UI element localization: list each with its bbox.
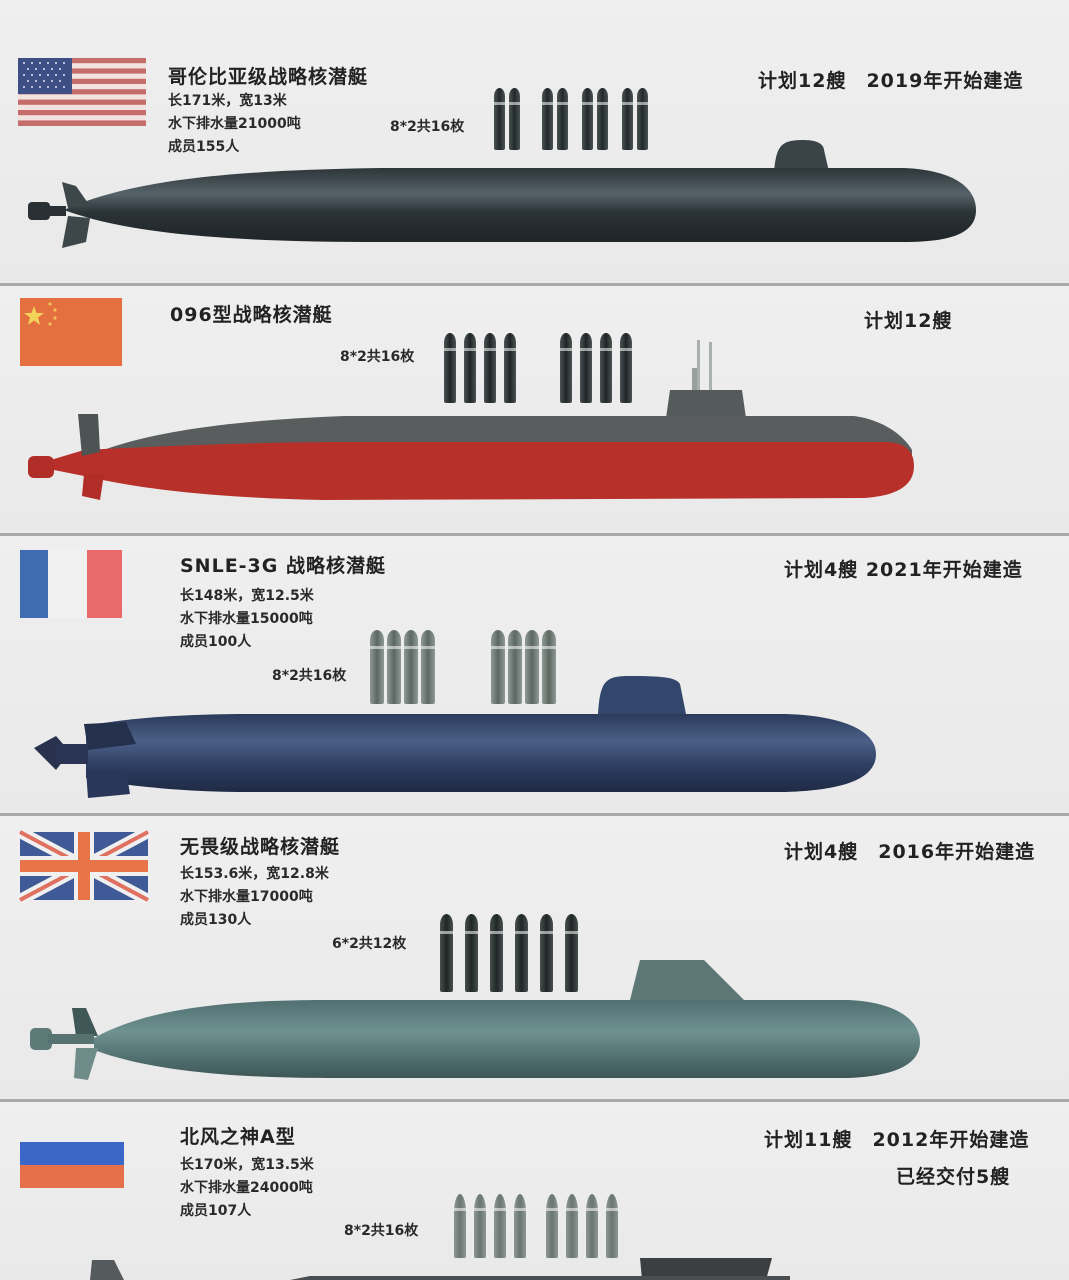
missile-icon	[620, 333, 632, 403]
missile-icon	[440, 914, 453, 992]
missile-count-label: 8*2共16枚	[390, 119, 465, 135]
missile-icon	[370, 630, 384, 704]
missile-count-label: 8*2共16枚	[272, 668, 347, 684]
spec-dimensions: 长170米，宽13.5米	[180, 1157, 314, 1173]
missile-group	[370, 630, 556, 704]
spec-displacement: 水下排水量24000吨	[180, 1180, 313, 1196]
spec-dimensions: 长153.6米，宽12.8米	[180, 866, 329, 882]
missile-count-label: 8*2共16枚	[344, 1223, 419, 1239]
missile-icon	[508, 630, 522, 704]
missile-icon	[387, 630, 401, 704]
submarine-france-icon	[34, 676, 876, 798]
build-plan: 计划12艘	[864, 310, 953, 332]
submarine-china-icon	[28, 340, 914, 500]
missile-icon	[557, 88, 568, 150]
spec-crew: 成员130人	[180, 912, 252, 928]
spec-crew: 成员100人	[180, 634, 252, 650]
us-flag-icon	[18, 58, 146, 126]
missile-icon	[454, 1194, 466, 1258]
missile-icon	[444, 333, 456, 403]
missile-icon	[421, 630, 435, 704]
missile-icon	[404, 630, 418, 704]
missile-icon	[464, 333, 476, 403]
missile-icon	[490, 914, 503, 992]
missile-icon	[600, 333, 612, 403]
missile-icon	[560, 333, 572, 403]
missile-icon	[474, 1194, 486, 1258]
submarine-uk-icon	[30, 960, 920, 1080]
missile-icon	[514, 1194, 526, 1258]
spec-displacement: 水下排水量21000吨	[168, 116, 301, 132]
build-plan: 计划4艘 2016年开始建造	[784, 841, 1036, 863]
submarine-title: SNLE-3G 战略核潜艇	[180, 555, 386, 577]
missile-icon	[542, 630, 556, 704]
spec-dimensions: 长171米，宽13米	[168, 93, 287, 109]
spec-crew: 成员155人	[168, 139, 240, 155]
missile-icon	[597, 88, 608, 150]
missile-group	[444, 333, 632, 403]
section-russia	[0, 1102, 1069, 1280]
missile-icon	[494, 1194, 506, 1258]
build-plan: 计划11艘 2012年开始建造	[764, 1129, 1030, 1151]
delivered-count: 已经交付5艘	[896, 1166, 1011, 1188]
missile-icon	[504, 333, 516, 403]
missile-icon	[637, 88, 648, 150]
missile-icon	[491, 630, 505, 704]
missile-group	[454, 1194, 618, 1258]
missile-count-label: 8*2共16枚	[340, 349, 415, 365]
spec-displacement: 水下排水量15000吨	[180, 611, 313, 627]
submarine-title: 无畏级战略核潜艇	[180, 836, 341, 858]
section-divider	[0, 283, 1069, 286]
spec-displacement: 水下排水量17000吨	[180, 889, 313, 905]
submarine-title: 北风之神A型	[180, 1126, 296, 1148]
build-plan: 计划4艘 2021年开始建造	[784, 559, 1023, 581]
ru-flag-icon	[20, 1142, 124, 1188]
spec-crew: 成员107人	[180, 1203, 252, 1219]
missile-icon	[494, 88, 505, 150]
missile-icon	[542, 88, 553, 150]
missile-icon	[606, 1194, 618, 1258]
spec-dimensions: 长148米，宽12.5米	[180, 588, 314, 604]
missile-group	[494, 88, 648, 150]
cn-flag-icon	[20, 298, 122, 366]
missile-group	[440, 914, 578, 992]
missile-icon	[565, 914, 578, 992]
missile-icon	[566, 1194, 578, 1258]
missile-icon	[580, 333, 592, 403]
missile-icon	[525, 630, 539, 704]
submarine-title: 096型战略核潜艇	[170, 304, 333, 326]
build-plan: 计划12艘 2019年开始建造	[758, 70, 1024, 92]
section-divider	[0, 533, 1069, 536]
missile-icon	[586, 1194, 598, 1258]
fr-flag-icon	[20, 550, 122, 618]
submarine-title: 哥伦比亚级战略核潜艇	[168, 66, 369, 88]
missile-icon	[582, 88, 593, 150]
missile-icon	[622, 88, 633, 150]
submarine-usa-icon	[28, 140, 976, 248]
missile-icon	[515, 914, 528, 992]
missile-icon	[509, 88, 520, 150]
section-divider	[0, 1099, 1069, 1102]
section-divider	[0, 813, 1069, 816]
uk-flag-icon	[17, 826, 151, 906]
missile-count-label: 6*2共12枚	[332, 936, 407, 952]
missile-icon	[465, 914, 478, 992]
missile-icon	[540, 914, 553, 992]
submarine-russia-icon	[90, 1258, 790, 1280]
missile-icon	[546, 1194, 558, 1258]
missile-icon	[484, 333, 496, 403]
